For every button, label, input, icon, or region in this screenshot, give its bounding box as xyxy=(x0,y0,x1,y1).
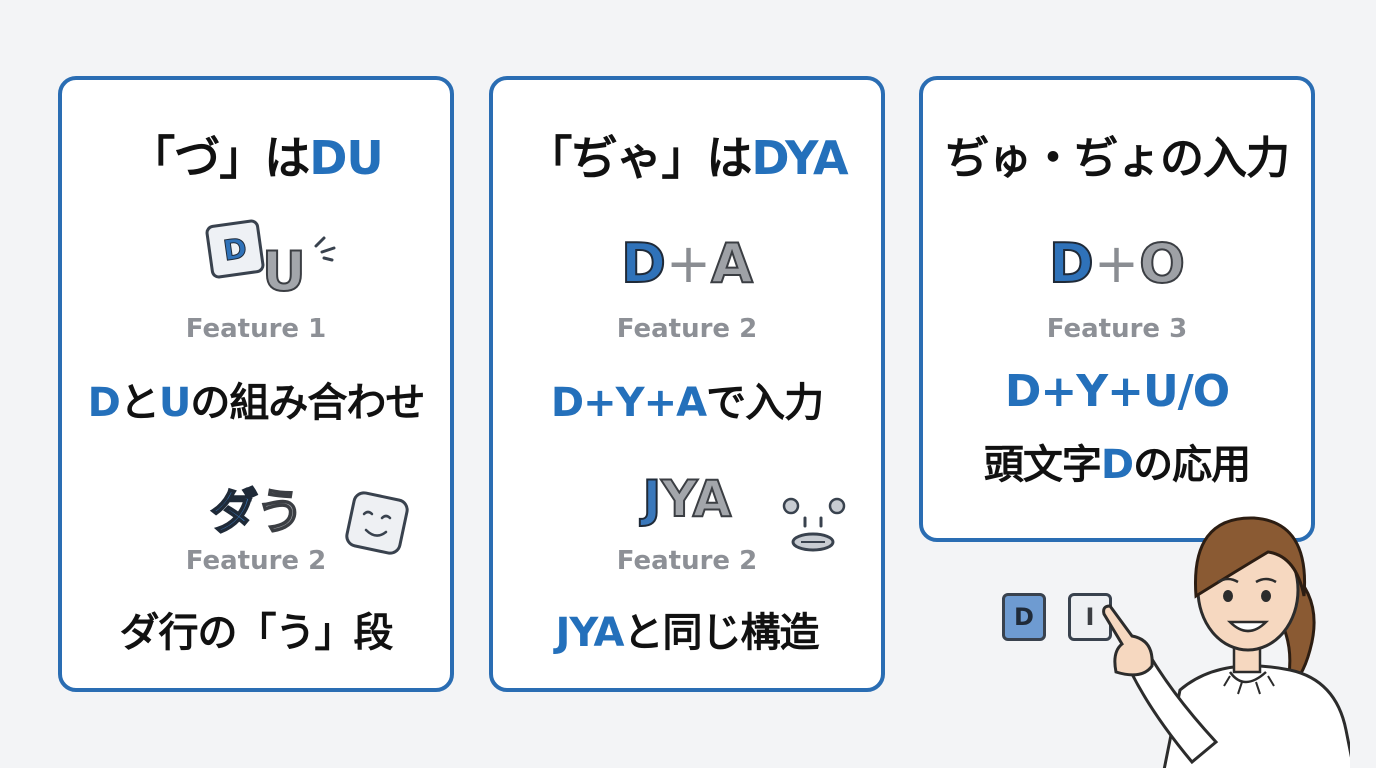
card-dyu-dyo: ぢゅ・ぢょの入力 D+O Feature 3 D+Y+U/O 頭文字Dの応用 xyxy=(919,76,1315,542)
feature-description: 頭文字Dの応用 xyxy=(983,442,1251,488)
face-icon xyxy=(345,491,409,555)
lightbulb-icon xyxy=(782,497,846,552)
feature-description: ダ行の「う」段 xyxy=(119,610,394,656)
key-formula: D+A xyxy=(620,231,754,296)
dau-doodle: ダう xyxy=(209,483,305,541)
jya-doodle: JYA xyxy=(642,469,733,529)
feature-description: DとUの組み合わせ xyxy=(87,380,426,426)
letter-u-icon: U xyxy=(261,239,307,304)
card-dya: 「ぢゃ」はDYA D+A Feature 2 D+Y+Aで入力 JYA Feat… xyxy=(489,76,885,692)
key-formula: D+O xyxy=(1048,231,1186,296)
feature-description: JYAと同じ構造 xyxy=(555,610,820,656)
feature-label: Feature 3 xyxy=(1046,314,1188,344)
feature-label: Feature 1 xyxy=(185,314,327,344)
feature-description: D+Y+U/O xyxy=(1004,366,1230,417)
key-d-icon: D xyxy=(1002,593,1046,641)
pointing-person-illustration xyxy=(1102,516,1350,768)
card-title: 「ぢゃ」はDYA xyxy=(526,131,848,185)
card-title: ぢゅ・ぢょの入力 xyxy=(945,133,1290,184)
card-du: 「づ」はDU D U Feature 1 DとUの組み合わせ ダう Featur… xyxy=(58,76,454,692)
feature-label: Feature 2 xyxy=(185,546,327,576)
key-d-icon: D xyxy=(204,218,266,280)
feature-label: Feature 2 xyxy=(616,546,758,576)
feature-description: D+Y+Aで入力 xyxy=(550,380,824,426)
sparkle-icon xyxy=(314,236,336,262)
card-title: 「づ」はDU xyxy=(129,131,384,185)
feature-label: Feature 2 xyxy=(616,314,758,344)
